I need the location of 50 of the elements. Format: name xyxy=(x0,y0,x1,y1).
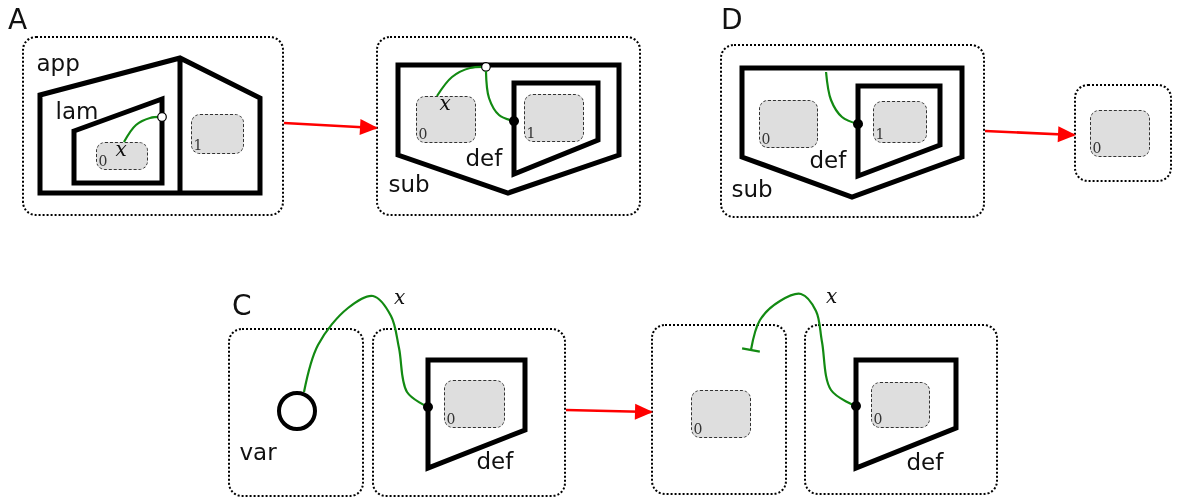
arrow xyxy=(984,126,1076,143)
dotted-frame xyxy=(1074,84,1172,182)
slot-box xyxy=(415,95,476,143)
slot-box xyxy=(758,99,818,148)
node-label: sub xyxy=(388,172,430,196)
node-label: sub xyxy=(731,177,773,201)
slot-box xyxy=(870,381,930,428)
dotted-frame xyxy=(720,44,985,218)
wire-connector xyxy=(302,294,433,412)
node-label: def xyxy=(906,450,944,474)
panel-letter: D xyxy=(721,6,743,34)
dotted-frame xyxy=(376,36,641,216)
wire-connector xyxy=(123,112,167,143)
dotted-frame xyxy=(228,328,364,497)
slot-index: 0 xyxy=(446,411,456,426)
arrow xyxy=(565,403,653,420)
slot-index: 0 xyxy=(1092,140,1102,155)
slot-index: 0 xyxy=(761,131,771,146)
node-label: def xyxy=(809,148,847,172)
variable-name: x xyxy=(115,138,127,159)
slot-index: 0 xyxy=(873,411,883,426)
slot-box xyxy=(190,113,244,154)
slot-box xyxy=(1089,109,1150,157)
slot-box xyxy=(690,389,751,438)
slot-index: 0 xyxy=(693,421,703,436)
dotted-frame xyxy=(372,328,566,497)
panel-letter: A xyxy=(8,6,28,34)
dotted-frame xyxy=(804,324,998,495)
slot-index: 1 xyxy=(875,126,885,141)
node-label: app xyxy=(36,51,80,75)
variable-name: x xyxy=(439,92,451,113)
slot-index: 0 xyxy=(98,153,108,168)
node-label: var xyxy=(239,440,277,464)
dotted-frame xyxy=(22,36,284,216)
arrow xyxy=(283,119,378,136)
slot-index: 1 xyxy=(526,125,536,140)
node-label: def xyxy=(465,146,503,170)
slot-box xyxy=(523,93,584,142)
node-label: def xyxy=(476,449,514,473)
wire-connector xyxy=(741,292,861,411)
slot-box xyxy=(443,379,505,428)
slot-index: 0 xyxy=(418,126,428,141)
wire-connector xyxy=(484,71,519,127)
dotted-frame xyxy=(651,324,787,495)
node-label: lam xyxy=(55,99,99,123)
slot-box xyxy=(872,100,927,143)
panel-letter: C xyxy=(232,292,252,320)
slot-index: 1 xyxy=(193,137,203,152)
wire-connector xyxy=(824,71,863,129)
wire-connector xyxy=(436,62,491,97)
